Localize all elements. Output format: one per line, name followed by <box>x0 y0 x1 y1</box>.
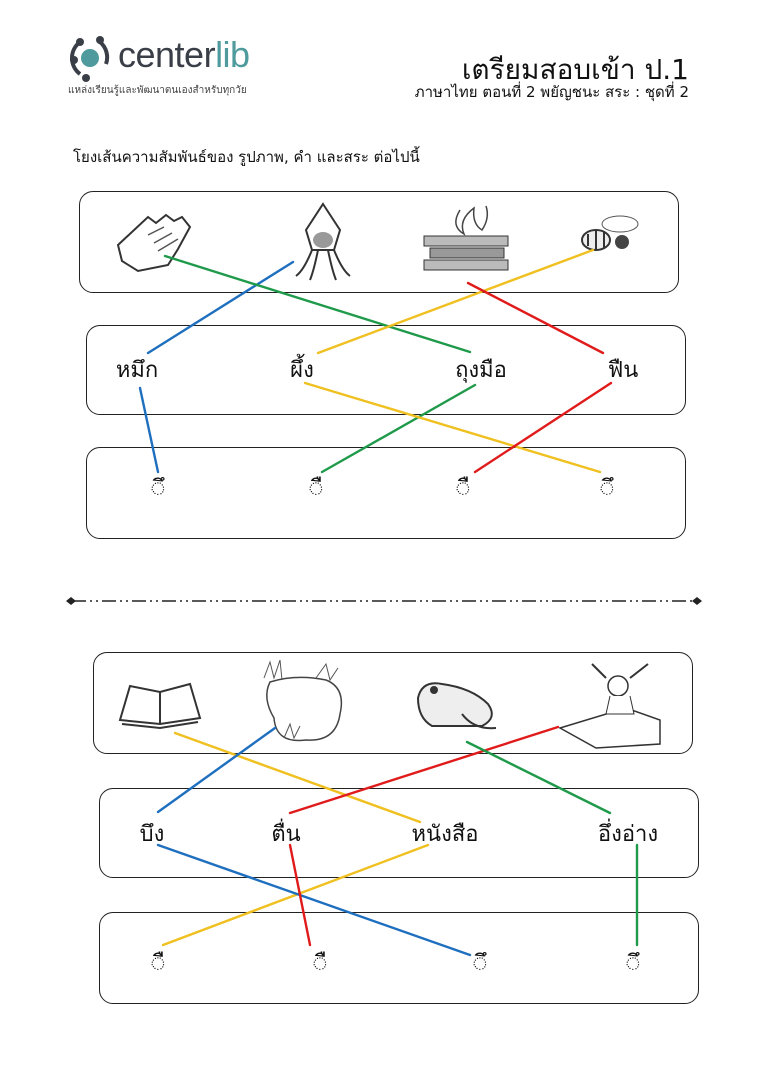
logo-prefix: center <box>118 34 216 75</box>
vowel-option: ◌ื <box>456 476 470 501</box>
glove-icon <box>116 213 192 273</box>
vowel-row-1 <box>86 447 686 539</box>
word-book: หนังสือ <box>411 822 479 847</box>
word-pond: บึง <box>139 822 165 847</box>
logo-text: centerlib <box>118 34 250 76</box>
section-divider <box>66 597 702 605</box>
word-squid: หมึก <box>115 358 159 383</box>
vowel-option: ◌ื <box>151 951 165 976</box>
vowel-option: ◌ื <box>309 476 323 501</box>
squid-icon <box>295 202 351 281</box>
bee-icon <box>581 215 639 251</box>
waking-person-icon <box>558 663 661 749</box>
word-wake: ตื่น <box>271 822 301 847</box>
vowel-option: ◌ึ <box>151 476 165 501</box>
centerlib-logo-icon <box>70 36 110 82</box>
vowel-option: ◌ึ <box>600 476 614 501</box>
logo-suffix: lib <box>215 34 250 75</box>
word-firewood: ฟืน <box>607 358 639 383</box>
vowel-option: ◌ึ <box>473 951 487 976</box>
page-subtitle: ภาษาไทย ตอนที่ 2 พยัญชนะ สระ : ชุดที่ 2 <box>414 83 689 101</box>
instruction: โยงเส้นความสัมพันธ์ของ รูปภาพ, คำ และสระ… <box>73 148 420 166</box>
vowel-option: ◌ื <box>313 951 327 976</box>
book-icon <box>118 682 202 730</box>
firewood-icon <box>423 205 509 271</box>
word-bee: ผึ้ง <box>290 358 314 383</box>
pond-icon <box>263 659 343 742</box>
frog-icon <box>416 682 497 730</box>
tagline: แหล่งเรียนรู้และพัฒนาตนเองสำหรับทุกวัย <box>68 85 247 96</box>
word-glove: ถุงมือ <box>455 358 507 383</box>
word-frog: อึ่งอ่าง <box>597 822 659 847</box>
word-row-1 <box>86 325 686 415</box>
vowel-row-2 <box>99 912 699 1004</box>
page-title: เตรียมสอบเข้า ป.1 <box>461 53 689 86</box>
vowel-option: ◌ึ <box>626 951 640 976</box>
